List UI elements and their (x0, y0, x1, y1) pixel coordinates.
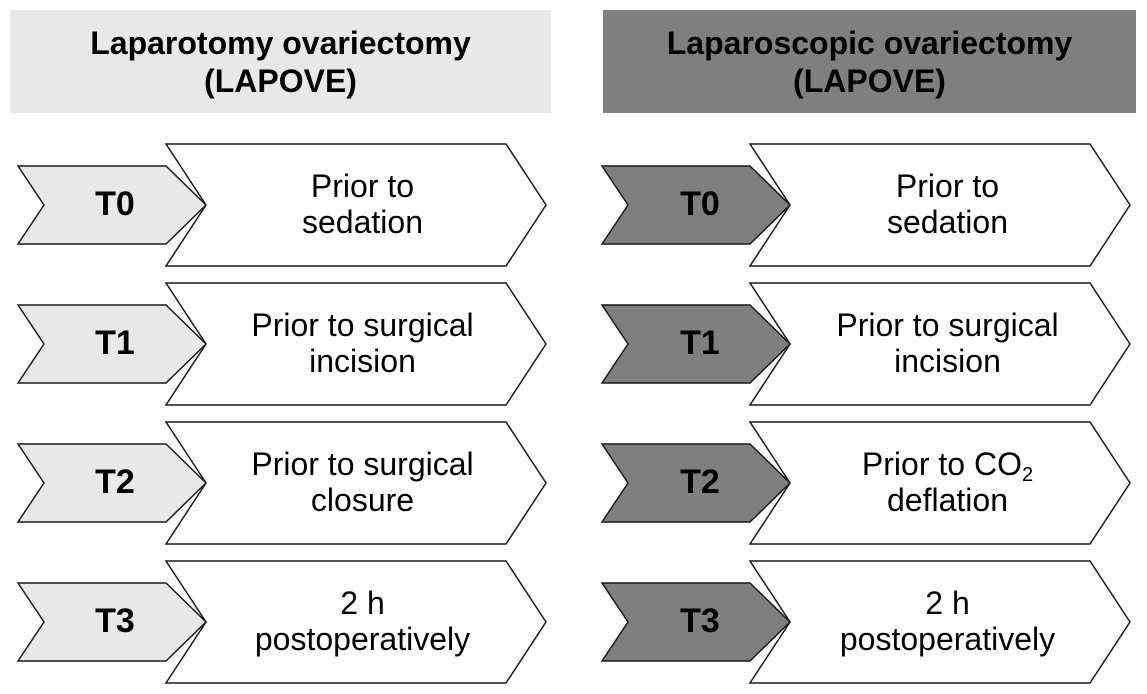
right-step-chevron-t2 (600, 443, 792, 523)
left-step-description-t3: 2 h postoperatively (215, 561, 510, 681)
right-t1-line2: incision (894, 343, 1001, 379)
left-t2-line1: Prior to surgical (251, 446, 474, 482)
left-t3-line2: postoperatively (254, 621, 471, 657)
laparoscopic-title-line1: Laparoscopic ovariectomy (666, 24, 1073, 61)
left-step-description-t2: Prior to surgical closure (215, 422, 510, 542)
laparotomy-title-line2: (LAPOVE) (204, 62, 357, 99)
left-step-label-t0: T0 (95, 184, 135, 223)
left-step-label-t3: T3 (95, 601, 135, 640)
left-step-label-t2: T2 (95, 462, 135, 501)
right-t1-line1: Prior to surgical (836, 307, 1059, 343)
left-step-chevron-t3 (16, 582, 208, 662)
left-t3-line1: 2 h (340, 585, 385, 621)
right-step-label-t2: T2 (680, 462, 720, 501)
right-step-description-t0: Prior to sedation (800, 144, 1095, 264)
right-step-description-t1: Prior to surgical incision (800, 283, 1095, 403)
right-step-description-t3: 2 h postoperatively (800, 561, 1095, 681)
left-step-chevron-t0 (16, 165, 208, 245)
right-t2-line2: deflation (887, 482, 1008, 518)
right-t2-line1-wrap: Prior to CO2 (861, 446, 1033, 485)
right-t3-line1: 2 h (925, 585, 970, 621)
right-step-description-t2: Prior to CO2 deflation (800, 422, 1095, 542)
laparotomy-header: Laparotomy ovariectomy (LAPOVE) (10, 10, 551, 113)
laparoscopic-title-line2: (LAPOVE) (793, 62, 946, 99)
left-step-label-t1: T1 (95, 323, 135, 362)
left-t0-line2: sedation (302, 204, 423, 240)
right-t0-line1: Prior to (895, 168, 1000, 204)
right-t0-line2: sedation (887, 204, 1008, 240)
left-t2-line2: closure (310, 482, 415, 518)
right-t3-line2: postoperatively (839, 621, 1056, 657)
right-t2-line1: Prior to CO (861, 446, 1022, 482)
right-step-label-t3: T3 (680, 601, 720, 640)
left-step-chevron-t2 (16, 443, 208, 523)
left-t0-line1: Prior to (310, 168, 415, 204)
laparoscopic-header: Laparoscopic ovariectomy (LAPOVE) (603, 10, 1136, 113)
right-step-chevron-t3 (600, 582, 792, 662)
right-step-label-t0: T0 (680, 184, 720, 223)
left-t1-line1: Prior to surgical (251, 307, 474, 343)
left-t1-line2: incision (309, 343, 416, 379)
right-step-chevron-t0 (600, 165, 792, 245)
co2-subscript: 2 (1021, 464, 1034, 486)
right-step-chevron-t1 (600, 304, 792, 384)
laparotomy-title-line1: Laparotomy ovariectomy (90, 24, 471, 61)
left-step-description-t0: Prior to sedation (215, 144, 510, 264)
right-step-label-t1: T1 (680, 323, 720, 362)
left-step-description-t1: Prior to surgical incision (215, 283, 510, 403)
left-step-chevron-t1 (16, 304, 208, 384)
